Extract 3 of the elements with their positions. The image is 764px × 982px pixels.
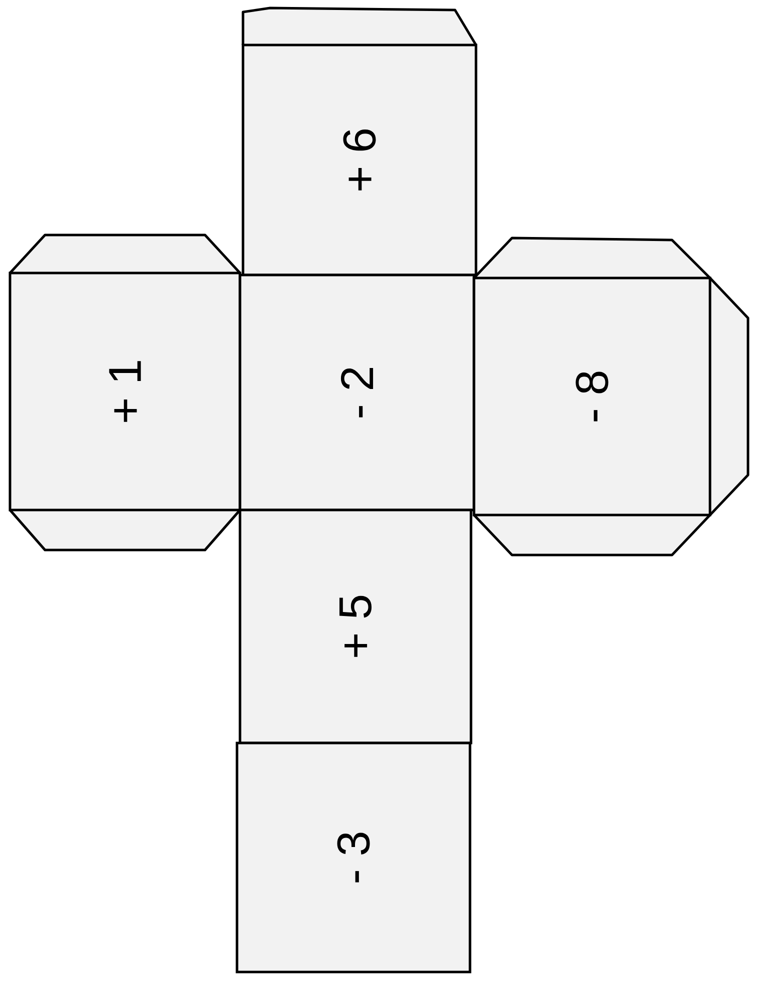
cube-face: - 2 (238, 274, 476, 512)
cube-face: + 5 (238, 508, 472, 744)
cube-face: - 3 (236, 742, 472, 974)
